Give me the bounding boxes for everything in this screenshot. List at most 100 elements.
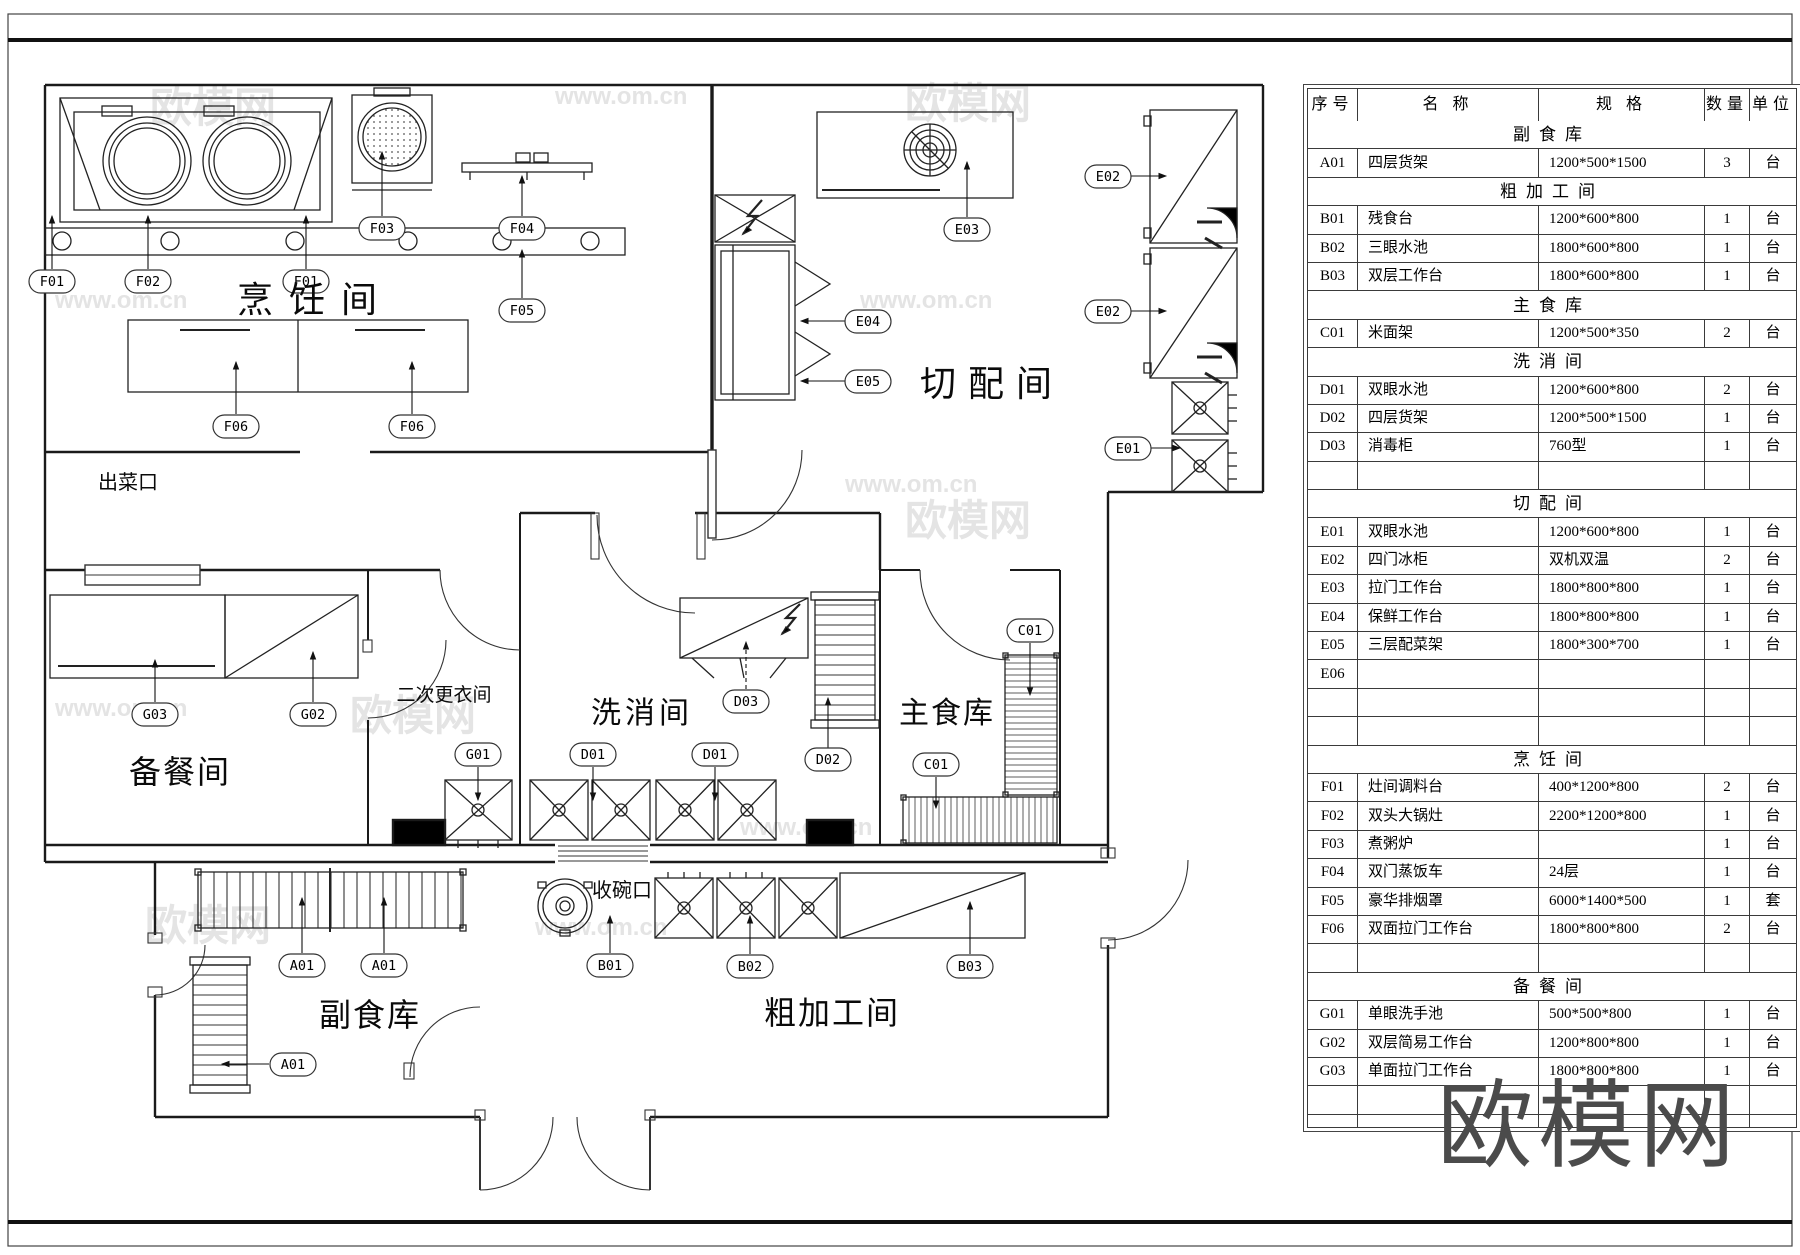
- tag-label: G01: [466, 747, 490, 763]
- cell-id: E04: [1308, 603, 1358, 632]
- tag-b01: B01: [586, 953, 634, 978]
- tag-label: F01: [40, 274, 64, 290]
- cell-unit: 台: [1765, 268, 1781, 285]
- cell-id: E01: [1308, 518, 1358, 546]
- watermark-text: 欧模网: [905, 80, 1031, 127]
- cell-name: 双眼水池: [1358, 518, 1539, 546]
- cell-name: 拉门工作台: [1358, 575, 1539, 603]
- cell-qty: [1705, 461, 1750, 490]
- watermark-url: www.om.cn: [554, 83, 687, 110]
- cell-name: 双层简易工作台: [1358, 1029, 1539, 1057]
- tag-label: G02: [301, 707, 325, 723]
- cell-spec: 1800*800*800: [1539, 603, 1705, 632]
- tag-g01: G01: [454, 742, 502, 767]
- cell-spec: [1539, 944, 1705, 972]
- room-label-cutting: 切配间: [920, 363, 1064, 404]
- dish-return-pot: [537, 878, 593, 937]
- walls: [43, 83, 1265, 1119]
- sink-d01-row: [529, 779, 777, 841]
- table-section-row: 烹饪间: [1308, 744, 1796, 773]
- cell-id: [1308, 717, 1358, 745]
- watermark-url: www.om.cn: [534, 914, 667, 941]
- cell-unit: [1750, 944, 1796, 971]
- cell-name: 双层工作台: [1358, 262, 1539, 291]
- tag-label: F03: [370, 221, 394, 237]
- cell-id: F06: [1308, 915, 1358, 944]
- cell-unit: 台: [1765, 211, 1781, 228]
- table-row: [1308, 1085, 1796, 1114]
- tag-label: D03: [734, 694, 758, 710]
- cell-unit: 台: [1765, 438, 1781, 455]
- cell-id: B01: [1308, 206, 1358, 234]
- shelf-d02: [810, 591, 880, 729]
- tag-d01: D01: [569, 742, 617, 767]
- cell-spec: [1539, 660, 1705, 688]
- cell-spec: 1800*800*800: [1539, 915, 1705, 944]
- cell-id: D02: [1308, 404, 1358, 433]
- congee-cooker-f03: [351, 87, 433, 191]
- section-label: 烹饪间: [1513, 749, 1591, 769]
- tag-label: F05: [510, 303, 534, 319]
- cell-id: G01: [1308, 1001, 1358, 1029]
- tag-a01b: A01: [360, 953, 408, 978]
- steam-cart-f04: [461, 152, 593, 180]
- cell-qty: 1: [1705, 1001, 1750, 1029]
- table-section-row: 主食库: [1308, 290, 1796, 318]
- tag-label: C01: [924, 757, 948, 773]
- table-section-row: 洗消间: [1308, 347, 1796, 375]
- cell-unit: 台: [1765, 580, 1781, 597]
- cell-spec: 1800*300*700: [1539, 632, 1705, 660]
- cell-unit: [1750, 717, 1796, 744]
- tag-g02: G02: [289, 702, 337, 727]
- cell-unit: 台: [1765, 864, 1781, 881]
- cell-unit: 台: [1765, 637, 1781, 654]
- tag-label: F04: [510, 221, 534, 237]
- watermark-url: www.om.cn: [54, 287, 187, 314]
- tag-e02: E02: [1084, 164, 1132, 189]
- section-label: 主食库: [1513, 295, 1591, 315]
- tag-label: E04: [856, 314, 880, 330]
- shelf-a01-long: [194, 868, 467, 932]
- tag-label: F06: [224, 419, 248, 435]
- cell-id: G02: [1308, 1029, 1358, 1057]
- rack-c01-horizontal: [900, 794, 1058, 846]
- sink-e01: [1171, 381, 1237, 493]
- equipment-tags: F01 F02 F01 F03 F04 F05 F06 F06 E03 E02 …: [28, 164, 1152, 1077]
- tag-c01b: C01: [912, 752, 960, 777]
- cell-spec: [1539, 461, 1705, 490]
- tag-label: C01: [1018, 623, 1042, 639]
- cell-name: [1358, 944, 1539, 972]
- cell-id: F03: [1308, 830, 1358, 859]
- cell-spec: 1200*800*800: [1539, 1029, 1705, 1057]
- cell-unit: 台: [1765, 1063, 1781, 1080]
- worktable-f06: [127, 319, 469, 393]
- cell-id: D03: [1308, 433, 1358, 461]
- cell-spec: 1800*800*800: [1539, 1057, 1705, 1086]
- cell-unit: 台: [1765, 324, 1781, 341]
- cell-unit: 台: [1765, 807, 1781, 824]
- table-header-row: 序号 名 称 规 格 数量 单位: [1308, 89, 1796, 121]
- cell-qty: 1: [1705, 830, 1750, 859]
- exhaust-hood-f05: [44, 227, 626, 256]
- cell-name: 双头大锅灶: [1358, 802, 1539, 830]
- table-row: E06: [1308, 659, 1796, 688]
- cell-spec: [1539, 1114, 1705, 1127]
- cell-id: F01: [1308, 773, 1358, 802]
- cell-id: E03: [1308, 575, 1358, 603]
- cell-unit: 台: [1765, 381, 1781, 398]
- cell-unit: 台: [1765, 552, 1781, 569]
- room-label-changing: 二次更衣间: [396, 684, 491, 706]
- label-serving-hatch: 出菜口: [98, 471, 158, 494]
- col-header-qty: 数量: [1705, 89, 1750, 121]
- cell-qty: 2: [1705, 546, 1750, 575]
- cell-unit: 台: [1765, 921, 1781, 938]
- cell-qty: [1705, 717, 1750, 745]
- cell-name: 双面拉门工作台: [1358, 915, 1539, 944]
- cell-spec: [1539, 688, 1705, 717]
- section-label: 洗消间: [1513, 352, 1591, 372]
- fresh-worktable-e04-e05: [714, 244, 832, 401]
